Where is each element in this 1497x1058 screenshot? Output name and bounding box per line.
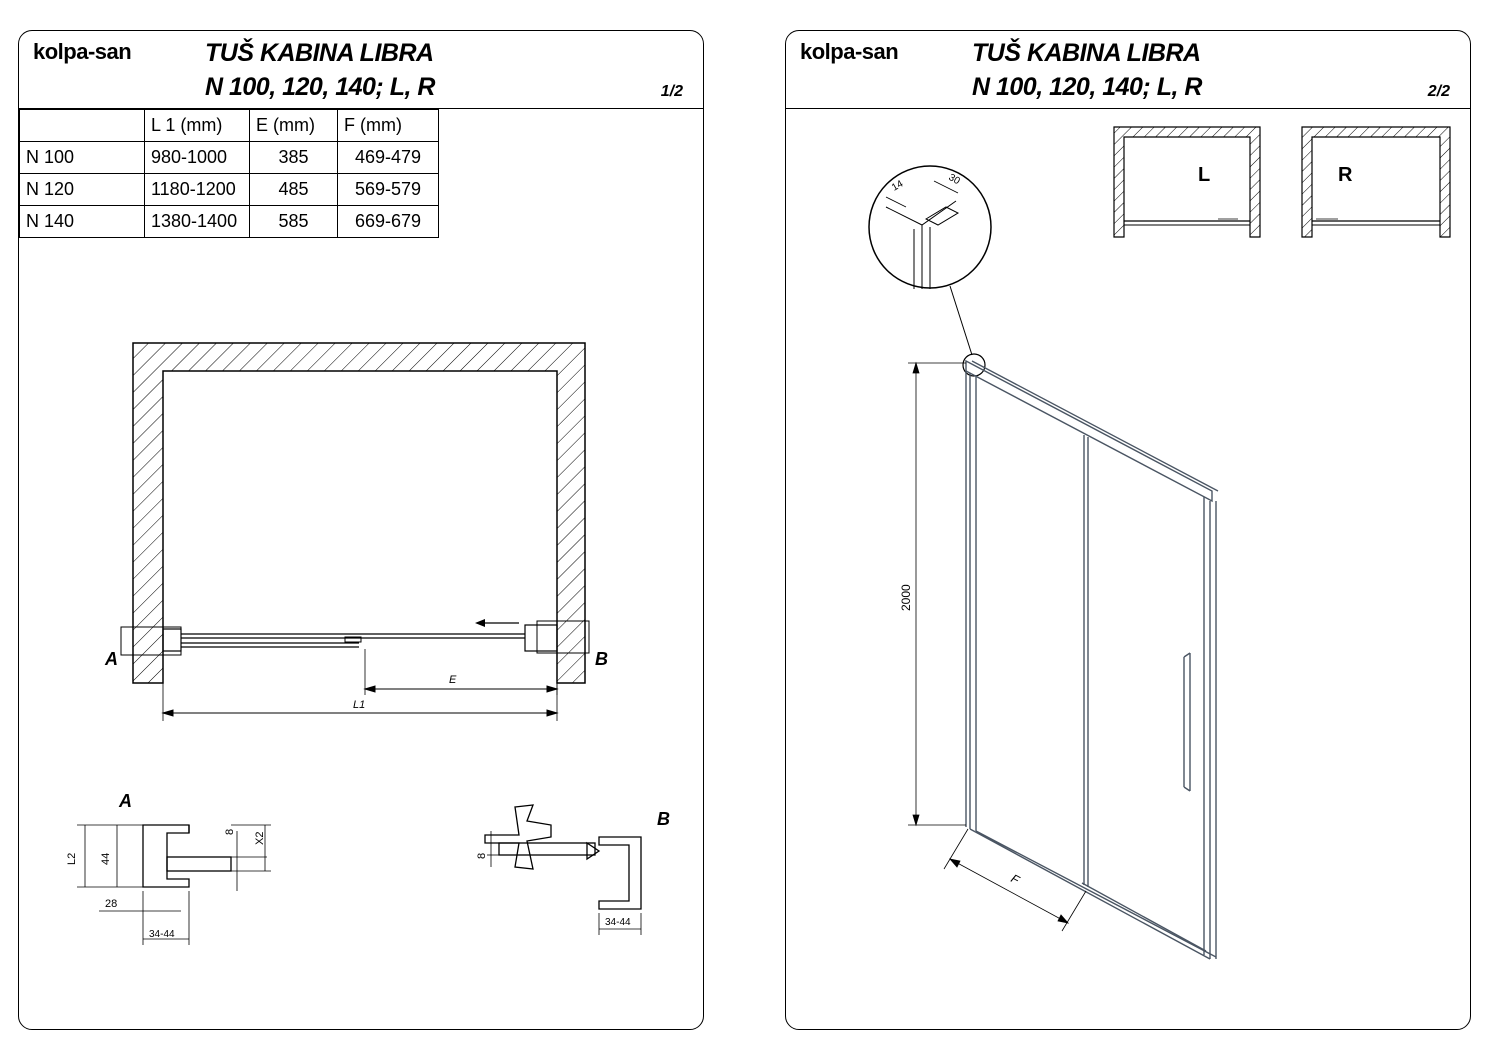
dimension-2000 [908, 361, 966, 827]
header: kolpa-san TUŠ KABINA LIBRA N 100, 120, 1… [786, 31, 1470, 109]
page-subtitle: N 100, 120, 140; L, R [972, 73, 1202, 101]
table-cell: N 100 [19, 141, 145, 174]
slide-direction-arrow [475, 619, 519, 627]
zoom-dim-30: 30 [947, 172, 963, 187]
table-cell: 980-1000 [144, 141, 250, 174]
table-cell: 669-679 [337, 205, 439, 238]
shower-door [965, 359, 1219, 960]
table-cell: N 120 [19, 173, 145, 206]
dim-44: 44 [100, 853, 112, 865]
dim-f: F [1009, 871, 1023, 887]
dimension-l1 [161, 683, 559, 721]
dim-28: 28 [105, 898, 117, 910]
iso-drawing: L R 14 30 [868, 126, 1451, 960]
detail-a-profile [142, 824, 232, 888]
table-header [19, 109, 145, 142]
table-header: L 1 (mm) [144, 109, 250, 142]
dim-2000: 2000 [899, 584, 913, 611]
detail-a-title: A [118, 791, 132, 811]
page-number: 2/2 [1427, 83, 1450, 100]
table-cell: 385 [249, 141, 338, 174]
dimensions-table: L 1 (mm) E (mm) F (mm) N 100 980-1000 38… [19, 109, 439, 238]
door-rails [162, 624, 558, 652]
dim-x2: X2 [254, 832, 266, 845]
table-cell: 1380-1400 [144, 205, 250, 238]
table-cell: 469-479 [337, 141, 439, 174]
label-b: B [595, 649, 608, 669]
detail-b-marker [536, 620, 590, 654]
dimension-e [363, 649, 559, 695]
table-row: N 120 1180-1200 485 569-579 [19, 173, 439, 206]
label-l1: L1 [353, 699, 365, 711]
dim-b-34-44: 34-44 [605, 917, 631, 928]
sheet-page-1: kolpa-san TUŠ KABINA LIBRA N 100, 120, 1… [18, 30, 704, 1030]
table-row: N 100 980-1000 385 469-479 [19, 141, 439, 174]
page-subtitle: N 100, 120, 140; L, R [205, 73, 435, 101]
table-header-row: L 1 (mm) E (mm) F (mm) [19, 109, 439, 142]
detail-a-dims [77, 824, 271, 945]
sheet-page-2: kolpa-san TUŠ KABINA LIBRA N 100, 120, 1… [785, 30, 1471, 1030]
header: kolpa-san TUŠ KABINA LIBRA N 100, 120, 1… [19, 31, 703, 109]
table-cell: 585 [249, 205, 338, 238]
plan-drawing: A B E L1 A [66, 342, 670, 945]
detail-b-title: B [657, 809, 670, 829]
zoom-detail-circle: 14 30 [868, 165, 992, 289]
table-row: N 140 1380-1400 585 669-679 [19, 205, 439, 238]
zoom-dim-14: 14 [890, 178, 906, 193]
brand-logo: kolpa-san [33, 39, 132, 64]
table-header: F (mm) [337, 109, 439, 142]
dim-b-8: 8 [476, 853, 488, 859]
variant-left-plan [1113, 126, 1261, 238]
dim-34-44: 34-44 [149, 929, 175, 940]
variant-right-label: R [1338, 164, 1353, 186]
table-cell: 569-579 [337, 173, 439, 206]
dim-l2: L2 [66, 853, 78, 865]
zoom-leader-line [949, 285, 973, 356]
page-number: 1/2 [660, 83, 683, 100]
page-title: TUŠ KABINA LIBRA [972, 39, 1201, 67]
detail-b-dims [487, 831, 642, 935]
page-title: TUŠ KABINA LIBRA [205, 39, 434, 67]
label-a: A [104, 649, 118, 669]
variant-left-label: L [1198, 164, 1210, 186]
brand-logo: kolpa-san [800, 39, 899, 64]
label-e: E [449, 674, 457, 686]
table-cell: N 140 [19, 205, 145, 238]
dim-8: 8 [224, 829, 236, 835]
detail-b-profile [484, 804, 642, 910]
wall-outline [132, 342, 586, 684]
dimension-f [943, 828, 1087, 932]
variant-right-plan [1301, 126, 1451, 238]
